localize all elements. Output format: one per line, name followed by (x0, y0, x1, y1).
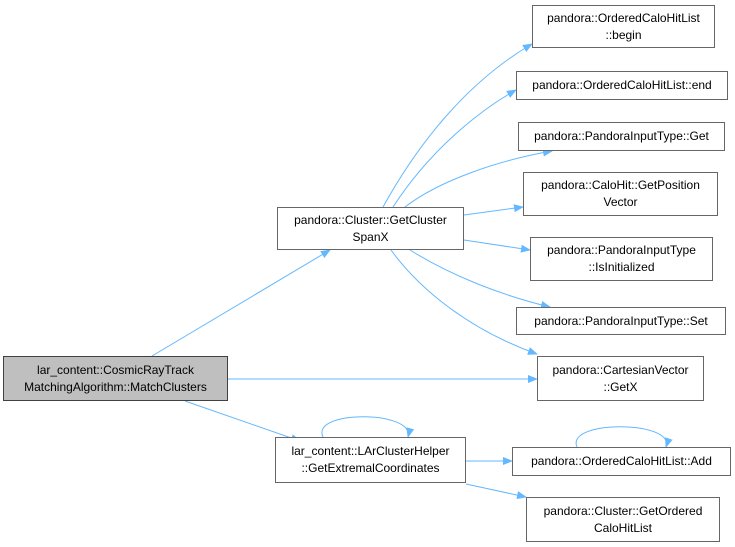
edge-span-get (404, 148, 553, 208)
node-label-line: pandora::OrderedCaloHitList::end (532, 78, 712, 92)
node-label-line: pandora::PandoraInputType (547, 243, 696, 257)
node-label-line: MatchingAlgorithm::MatchClusters (24, 379, 207, 394)
node-label-line: pandora::Cluster::GetCluster (294, 212, 447, 227)
node-ordered-calo-hit-list-begin[interactable]: pandora::OrderedCaloHitList::begin (532, 5, 715, 48)
node-label-line: pandora::OrderedCaloHitList (547, 10, 700, 25)
node-label-line: pandora::PandoraInputType::Get (534, 129, 709, 143)
edge-span-getx (390, 249, 538, 355)
node-label-line: ::IsInitialized (588, 260, 655, 274)
edge-root-span (151, 249, 331, 357)
edge-span-begin (382, 43, 533, 208)
node-ordered-calo-hit-list-end[interactable]: pandora::OrderedCaloHitList::end (516, 71, 728, 100)
edge-root-extr (184, 400, 301, 442)
node-ordered-calo-hit-list-add[interactable]: pandora::OrderedCaloHitList::Add (512, 447, 731, 476)
node-label-line: pandora::CaloHit::GetPosition (541, 178, 700, 192)
edge-span-isinit (463, 239, 531, 253)
node-label-line: SpanX (352, 229, 389, 244)
node-lar-cluster-helper-get-extremal-coordinates[interactable]: lar_content::LArClusterHelper::GetExtrem… (275, 437, 466, 483)
node-cartesian-vector-get-x[interactable]: pandora::CartesianVector::GetX (537, 356, 704, 401)
node-pandora-input-type-set[interactable]: pandora::PandoraInputType::Set (516, 307, 726, 335)
edge-extr-ordered (465, 483, 527, 500)
node-label-line: lar_content::LArClusterHelper (291, 444, 450, 458)
node-pandora-input-type-get[interactable]: pandora::PandoraInputType::Get (518, 122, 725, 151)
node-label-line: ::begin (605, 27, 642, 42)
node-label-line: pandora::Cluster::GetOrdered (543, 503, 703, 518)
edge-add-self (575, 426, 673, 448)
node-label-line: pandora::CartesianVector (552, 362, 689, 377)
edge-extr-self (321, 416, 415, 438)
node-label-line: ::GetExtremalCoordinates (301, 461, 440, 475)
edge-span-end (392, 89, 517, 208)
edge-span-set (409, 249, 551, 309)
node-label-line: Vector (603, 195, 638, 209)
node-label-line: pandora::PandoraInputType::Set (534, 313, 708, 328)
edge-span-pos (463, 204, 524, 216)
node-label-line: lar_content::CosmicRayTrack (37, 362, 194, 377)
node-pandora-input-type-is-initialized[interactable]: pandora::PandoraInputType::IsInitialized (530, 237, 713, 281)
node-label-line: ::GetX (603, 379, 638, 394)
node-label-line: CaloHitList (593, 520, 653, 535)
node-label-line: pandora::OrderedCaloHitList::Add (531, 454, 712, 468)
